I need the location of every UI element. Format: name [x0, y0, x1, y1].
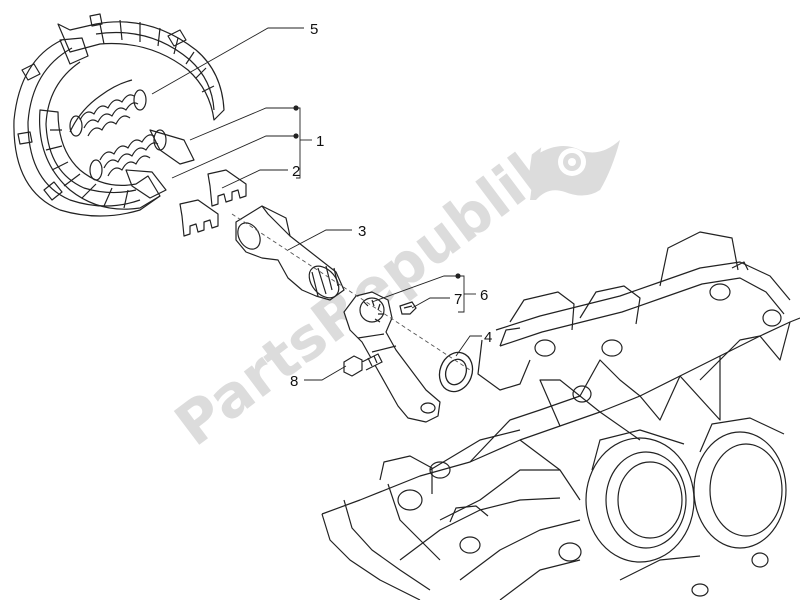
- dot-1b: [293, 133, 299, 139]
- clip-parts: [179, 169, 247, 237]
- small-clip: [399, 301, 417, 315]
- callout-2: 2: [292, 163, 300, 180]
- callout-3: 3: [358, 223, 366, 240]
- callout-1: 1: [316, 133, 324, 150]
- springs: [69, 79, 167, 181]
- callout-dots: [293, 105, 461, 279]
- dot-6: [455, 273, 461, 279]
- bolt: [343, 353, 383, 377]
- callout-7: 7: [454, 291, 462, 308]
- callout-4: 4: [484, 329, 492, 346]
- gear-flag-icon: [530, 140, 620, 200]
- callout-6: 6: [480, 287, 488, 304]
- washer: [438, 351, 474, 393]
- callout-5: 5: [310, 21, 318, 38]
- brake-shoe-assembly: [13, 13, 225, 217]
- dot-1a: [293, 105, 299, 111]
- crankcase: [321, 231, 800, 600]
- cam-shaft: [235, 205, 345, 301]
- leader-lines: [151, 27, 482, 381]
- callout-8: 8: [290, 373, 298, 390]
- callout-labels: 5 1 2 3 6 7 4 8: [290, 21, 492, 390]
